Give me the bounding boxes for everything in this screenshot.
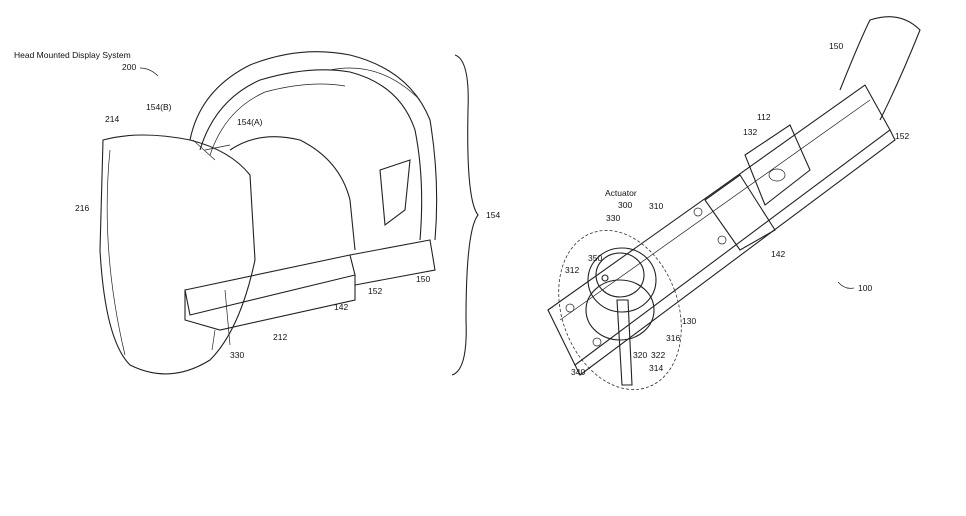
title-label: Head Mounted Display System [14, 50, 131, 60]
label-142-right: 142 [771, 249, 785, 259]
label-132: 132 [743, 127, 757, 137]
label-152-left: 152 [368, 286, 382, 296]
actuator-illustration [547, 16, 921, 390]
label-212: 212 [273, 332, 287, 342]
label-142-left: 142 [334, 302, 348, 312]
label-340: 340 [571, 367, 585, 377]
leader-arrow-100 [837, 281, 855, 289]
label-100: 100 [858, 283, 872, 293]
label-310: 310 [649, 201, 663, 211]
label-316: 316 [666, 333, 680, 343]
label-154: 154 [486, 210, 500, 220]
label-112: 112 [757, 112, 771, 122]
label-330-right: 330 [606, 213, 620, 223]
label-214: 214 [105, 114, 119, 124]
label-330-left: 330 [230, 350, 244, 360]
label-154a: 154(A) [237, 117, 263, 127]
label-152-right: 152 [895, 131, 909, 141]
label-314: 314 [649, 363, 663, 373]
label-322: 322 [651, 350, 665, 360]
label-312: 312 [565, 265, 579, 275]
label-350: 350 [588, 253, 602, 263]
label-150-right: 150 [829, 41, 843, 51]
label-150-left: 150 [416, 274, 430, 284]
label-154b: 154(B) [146, 102, 172, 112]
label-200: 200 [122, 62, 136, 72]
label-320: 320 [633, 350, 647, 360]
leader-arrow-200 [139, 67, 159, 77]
label-216: 216 [75, 203, 89, 213]
label-300: 300 [618, 200, 632, 210]
hmd-illustration [99, 51, 479, 376]
label-actuator: Actuator [605, 188, 637, 198]
label-130: 130 [682, 316, 696, 326]
